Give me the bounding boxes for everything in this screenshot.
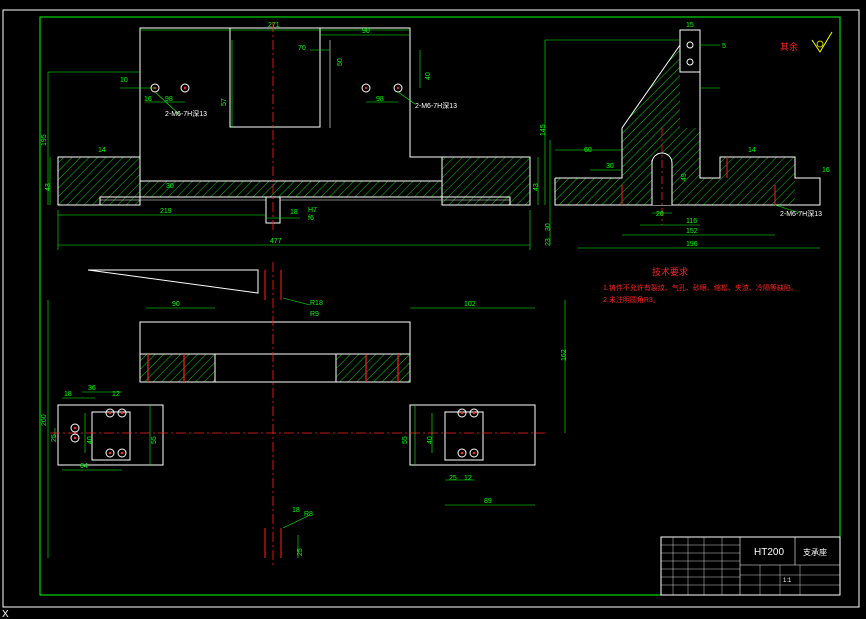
dim-top-width: 271 — [268, 22, 280, 29]
dim-side-base: 152 — [686, 228, 698, 235]
dim-30-front: 30 — [166, 183, 174, 190]
part-name: 支承座 — [803, 547, 827, 557]
dim-left-offset: 219 — [160, 208, 172, 215]
dim-small-10: 10 — [120, 77, 128, 84]
tech-req-item-2: 2.未注明圆角R3。 — [603, 295, 660, 304]
dim-top-64: 64 — [80, 463, 88, 470]
dim-top-89: 89 — [484, 498, 492, 505]
dim-14-left: 14 — [98, 147, 106, 154]
dim-side-23: 23 — [545, 238, 552, 246]
dim-side-60: 60 — [584, 147, 592, 154]
top-pad-left — [57, 404, 164, 466]
front-outline — [57, 27, 531, 206]
side-view: 196 152 116 20 30 60 145 49 23 30 15 5 1… — [540, 22, 830, 249]
dim-top-40-right: 40 — [427, 436, 434, 444]
side-outline — [554, 29, 821, 206]
outer-border — [2, 9, 860, 608]
dim-top-18: 18 — [64, 391, 72, 398]
dim-side-total: 196 — [686, 241, 698, 248]
front-pocket — [229, 28, 321, 128]
dim-top-12: 12 — [112, 391, 120, 398]
technical-requirements: 技术要求 1.铸件不允许有裂纹、气孔、砂眼、缩松、夹渣、冷隔等缺陷。 2.未注明… — [603, 266, 798, 304]
front-hole-callout-left: 2-M6-7H深13 — [165, 109, 207, 118]
dim-r16: 16 — [144, 96, 152, 103]
dim-side-inner: 116 — [686, 218, 697, 225]
dim-hole-spacing-right: 98 — [376, 96, 384, 103]
ucs-icon: X — [2, 609, 9, 619]
dim-base-height-right: 43 — [533, 183, 540, 191]
dim-bottom-18: 18 — [292, 507, 300, 514]
tech-req-title: 技术要求 — [652, 266, 688, 277]
dim-top-40-left: 40 — [87, 436, 94, 444]
title-block: HT200 支承座 1:1 — [660, 536, 841, 596]
front-left-block — [57, 156, 141, 206]
dim-bottom-25: 25 — [297, 548, 304, 556]
dim-pocket-offset: 70 — [298, 45, 306, 52]
dim-base-height: 43 — [45, 183, 52, 191]
front-hole-2 — [180, 83, 190, 93]
top-pad-right — [409, 404, 536, 466]
surface-roughness-mark: 其余 — [780, 31, 833, 53]
dim-hole-spacing-left: 98 — [165, 96, 173, 103]
dim-top-r18: R18 — [310, 300, 323, 307]
dim-side-49: 49 — [681, 173, 688, 181]
dim-side-15: 15 — [686, 22, 694, 29]
dim-hole-pitch: 40 — [425, 72, 432, 80]
front-hole-3 — [361, 83, 371, 93]
dim-top-55-left: 55 — [151, 436, 158, 444]
dim-top-162: 162 — [561, 349, 568, 361]
dim-side-slot: 20 — [656, 211, 664, 218]
dim-side-14: 14 — [748, 147, 756, 154]
dim-top-r9: R9 — [310, 311, 319, 318]
front-view: 271 477 219 18 H7 f6 195 43 57 43 90 70 … — [41, 22, 540, 250]
dim-side-16: 16 — [822, 167, 830, 174]
dim-top-260: 260 — [41, 414, 48, 426]
dim-top-55-right: 55 — [402, 436, 409, 444]
front-base-hatch — [140, 181, 442, 197]
dim-side-5: 5 — [722, 43, 726, 50]
front-hole-callout-right: 2-M6-7H深13 — [415, 101, 457, 110]
dim-bottom-r8: R8 — [304, 511, 313, 518]
top-view: 260 162 102 90 R18 R9 36 18 12 64 40 25 … — [41, 262, 568, 566]
scale: 1:1 — [783, 578, 792, 584]
dim-side-145: 145 — [540, 124, 547, 136]
dim-left-height: 195 — [41, 134, 48, 146]
dim-side-30-v: 30 — [545, 223, 552, 231]
dim-top-25-left: 25 — [51, 434, 58, 442]
tech-req-item-1: 1.铸件不允许有裂纹、气孔、砂眼、缩松、夹渣、冷隔等缺陷。 — [603, 283, 798, 292]
inner-border — [39, 16, 841, 596]
front-right-block — [441, 156, 531, 206]
roughness-label: 其余 — [780, 41, 798, 52]
dim-bolt-slot: 18 — [290, 209, 298, 216]
dim-fit-sub: f6 — [308, 215, 314, 222]
side-top-block — [679, 29, 701, 73]
dim-side-30: 30 — [606, 163, 614, 170]
dim-step-height: 57 — [221, 98, 228, 106]
material-label: HT200 — [754, 547, 784, 558]
dim-fit: H7 — [308, 207, 317, 214]
dim-top-102: 102 — [464, 301, 476, 308]
dim-top-12-right: 12 — [464, 475, 472, 482]
side-main-hatch — [555, 128, 795, 205]
top-outline — [87, 269, 259, 294]
dim-overall-width: 477 — [270, 238, 282, 245]
dim-pocket-width: 90 — [362, 28, 370, 35]
top-rail — [139, 321, 411, 383]
side-hole-callout: 2-M6-7H深13 — [780, 209, 822, 218]
dim-top-25-right: 25 — [449, 475, 457, 482]
top-rail-hatch-left — [139, 353, 216, 383]
dim-pocket-depth: 50 — [337, 58, 344, 66]
dim-top-90: 90 — [172, 301, 180, 308]
top-rail-hatch-right — [335, 353, 411, 383]
dim-top-36: 36 — [88, 385, 96, 392]
